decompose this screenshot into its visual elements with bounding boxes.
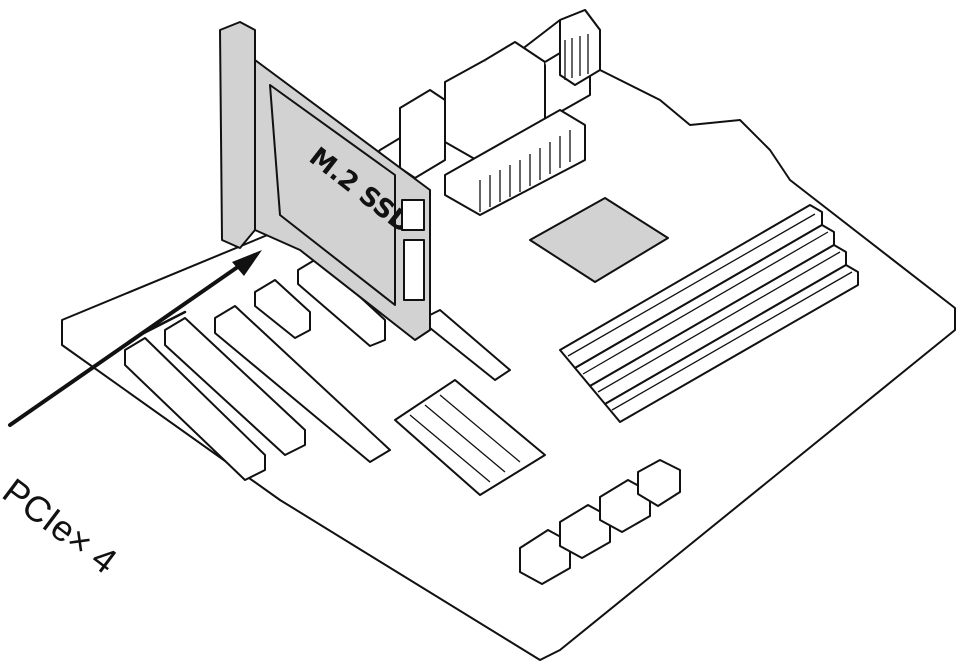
memory-slots [559,204,859,423]
arrow-icon [8,250,262,427]
sata-connectors [519,459,681,585]
ribbon-cable [394,379,546,496]
card-connectors [401,199,425,301]
rear-io-connectors [399,9,601,179]
expansion-slots [124,257,511,481]
chipset [529,197,669,283]
heatsink [444,109,586,216]
pcie-card-bracket [219,21,256,249]
